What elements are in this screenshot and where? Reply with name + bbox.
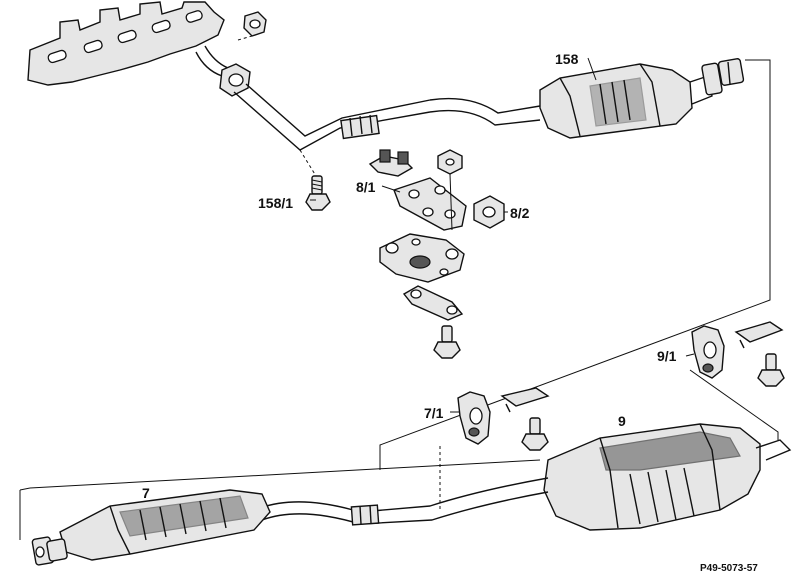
flange-gasket [219, 63, 251, 97]
figure-reference: P49-5073-57 [700, 563, 758, 574]
mounting-bracket [368, 149, 414, 177]
lower-strap [402, 285, 464, 321]
rear-muffler [543, 423, 792, 531]
callout-8-2: 8/2 [510, 205, 530, 221]
front-muffler-flange [31, 536, 68, 566]
bolt-icon [305, 175, 331, 211]
pipe-clamp [340, 114, 380, 140]
exhaust-manifold [27, 1, 229, 86]
catalytic-converter [539, 63, 713, 139]
callout-9-1: 9/1 [657, 348, 677, 364]
rubber-hanger [691, 325, 725, 379]
hanger-clip [500, 387, 550, 413]
bolt-icon [757, 353, 785, 387]
hanger-clip [734, 321, 784, 349]
intermediate-pipe [259, 477, 549, 526]
nut-icon [243, 11, 267, 37]
rubber-hanger [457, 391, 491, 445]
callout-158-1: 158/1 [258, 195, 293, 211]
callout-158: 158 [555, 51, 579, 67]
front-muffler [59, 489, 271, 561]
callout-7: 7 [142, 485, 150, 501]
bolt-icon [433, 325, 461, 359]
rubber-mount [379, 233, 465, 283]
callout-7-1: 7/1 [424, 405, 444, 421]
locknut-icon [473, 195, 505, 229]
callout-8-1: 8/1 [356, 179, 376, 195]
hanger-plate [393, 177, 467, 231]
converter-outlet-flange [701, 58, 745, 96]
front-pipe [233, 83, 541, 151]
bolt-icon [521, 417, 549, 451]
leader-lines [310, 57, 695, 413]
nut-icon [437, 149, 463, 175]
assembly-frame-lines [19, 59, 779, 540]
callout-9: 9 [618, 413, 626, 429]
